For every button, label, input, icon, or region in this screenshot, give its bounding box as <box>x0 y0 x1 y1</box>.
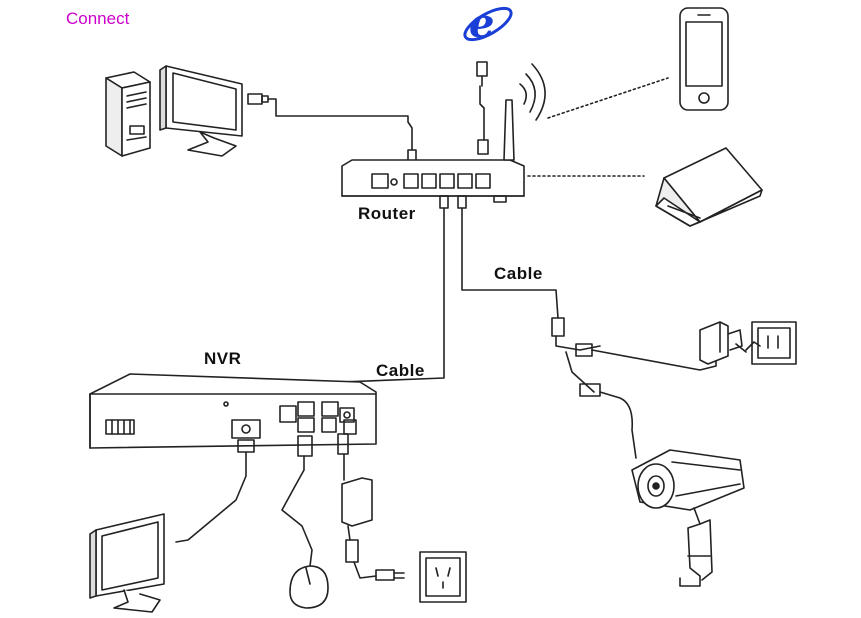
router-device <box>341 99 525 203</box>
camera-power-adapter-icon <box>699 321 747 365</box>
usb-mouse-cable <box>281 435 313 567</box>
camera-wall-outlet-icon <box>745 321 797 365</box>
internet-ethernet-cable <box>476 61 489 155</box>
diagram-title: Connect <box>66 9 130 28</box>
nvr-label: NVR <box>204 349 242 368</box>
cable-label-nvr: Cable <box>376 361 425 380</box>
wifi-signal-icon <box>519 63 546 121</box>
nvr-wall-outlet-icon <box>419 551 467 603</box>
pc-ethernet-cable <box>247 93 417 163</box>
smartphone-icon <box>679 7 729 111</box>
internet-explorer-letter: e <box>469 0 495 47</box>
pc-monitor-icon <box>159 65 243 157</box>
mouse-icon <box>289 565 329 609</box>
nvr-device <box>89 373 377 449</box>
wifi-link-phone <box>547 77 669 119</box>
bullet-camera-icon <box>631 449 745 587</box>
cable-label-camera: Cable <box>494 264 543 283</box>
vga-cable <box>175 439 255 543</box>
router-camera-cable <box>457 195 717 459</box>
internet-explorer-icon <box>463 6 513 42</box>
nvr-power-cable <box>337 433 405 581</box>
router-label: Router <box>358 204 416 223</box>
nvr-monitor-icon <box>89 513 165 613</box>
pc-tower-icon <box>105 71 151 157</box>
laptop-icon <box>655 147 763 227</box>
